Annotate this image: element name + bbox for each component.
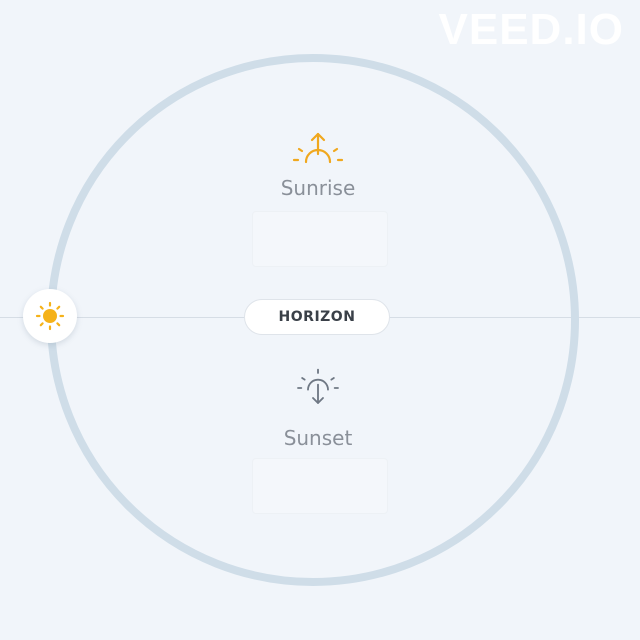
- sun-icon: [35, 301, 65, 331]
- sunrise-icon: [292, 132, 344, 164]
- horizon-label: HORIZON: [244, 299, 390, 335]
- sun-handle[interactable]: [23, 289, 77, 343]
- sunset-time-box[interactable]: [252, 458, 388, 514]
- sunset-icon: [297, 368, 339, 404]
- sunrise-time-box[interactable]: [252, 211, 388, 267]
- sunset-label: Sunset: [283, 426, 353, 450]
- sunrise-label: Sunrise: [280, 176, 356, 200]
- watermark: VEED.IO: [438, 5, 624, 54]
